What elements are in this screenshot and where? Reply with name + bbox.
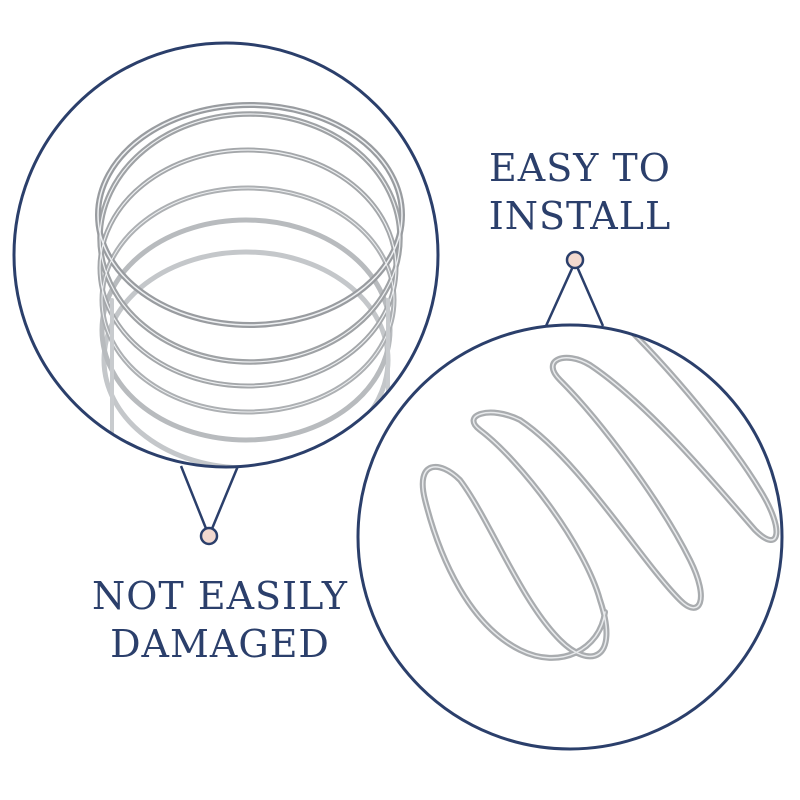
caption-install-line2: INSTALL (488, 194, 672, 238)
install-pointer (544, 250, 605, 327)
caption-damage-line1: NOT EASILY (92, 574, 348, 618)
pointer-dot-icon (199, 526, 219, 546)
not-easily-damaged-caption: NOT EASILY DAMAGED (60, 572, 380, 668)
pointer-dot-icon (565, 250, 585, 270)
spring-top-view-photo (95, 102, 405, 467)
right-frame-circle (356, 323, 784, 751)
easy-to-install-caption: EASY TO INSTALL (470, 144, 690, 240)
caption-install-line1: EASY TO (489, 146, 671, 190)
left-frame-circle (12, 41, 440, 469)
caption-damage-line2: DAMAGED (110, 622, 330, 666)
spring-side-view-photo (419, 327, 780, 661)
damage-pointer (179, 465, 240, 546)
